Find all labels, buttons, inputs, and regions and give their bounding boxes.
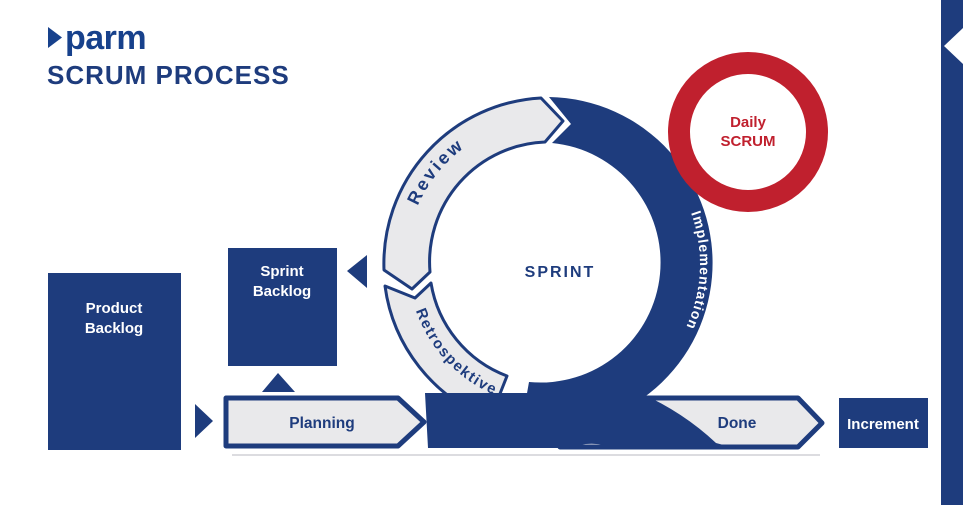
product-backlog-box	[48, 273, 181, 450]
review-segment	[382, 96, 565, 291]
daily-scrum-label-line2: SCRUM	[721, 133, 776, 150]
planning-label: Planning	[289, 415, 354, 432]
product-backlog-label-line2: Backlog	[85, 320, 143, 337]
ribbon-tail	[425, 393, 748, 449]
planning-arrow	[223, 395, 427, 449]
arrow-right-icon	[195, 404, 213, 438]
increment-label: Increment	[847, 416, 919, 433]
right-edge-bar	[941, 0, 963, 505]
logo-brand: parm	[65, 19, 146, 57]
arrow-up-icon	[262, 373, 295, 392]
sprint-backlog-label-line1: Sprint	[260, 263, 303, 280]
logo-chevron-icon	[48, 27, 62, 48]
page-title: SCRUM PROCESS	[47, 60, 290, 90]
sprint-center-label: SPRINT	[525, 264, 596, 281]
sprint-backlog-label-line2: Backlog	[253, 283, 311, 300]
arrow-left-icon	[347, 255, 367, 288]
product-backlog-label-line1: Product	[86, 300, 143, 317]
implementation-ribbon	[521, 97, 713, 429]
increment-box	[839, 398, 928, 448]
daily-scrum-ring	[668, 52, 828, 212]
sprint-backlog-box	[228, 248, 337, 366]
edge-chevron-icon	[944, 28, 963, 64]
daily-scrum-label-line1: Daily	[730, 114, 767, 131]
done-label: Done	[718, 415, 757, 432]
